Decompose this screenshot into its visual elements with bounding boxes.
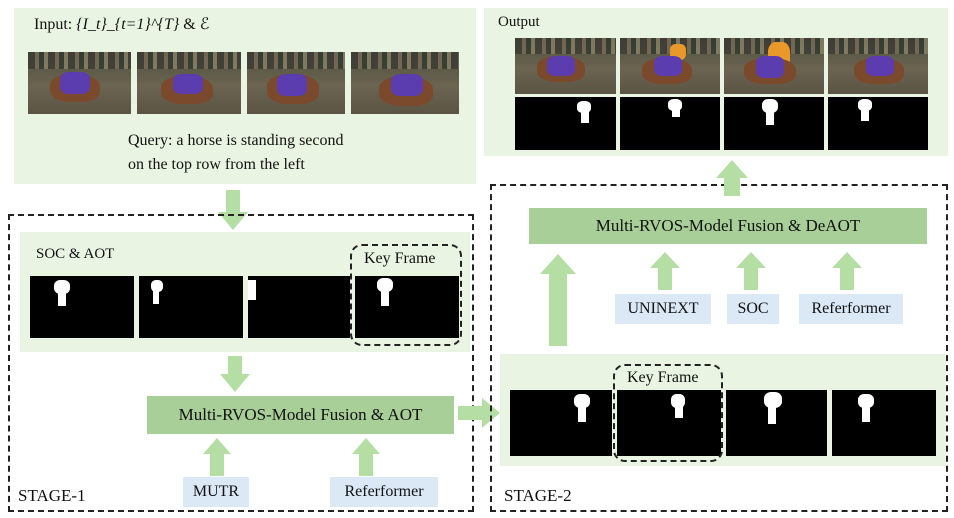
stage1-fusion-box: Multi-RVOS-Model Fusion & AOT xyxy=(147,396,454,434)
stage1-mask-3 xyxy=(248,276,350,338)
up-arrow-soc xyxy=(736,252,766,290)
up-arrow-uninext xyxy=(650,252,680,290)
stage2-model-soc: SOC xyxy=(727,294,779,324)
output-mask-3 xyxy=(724,97,824,150)
stage2-key-frame-label: Key Frame xyxy=(627,369,699,386)
stage1-key-frame-label: Key Frame xyxy=(364,250,436,267)
down-arrow-input xyxy=(218,190,248,230)
stage1-key-frame-box xyxy=(350,244,462,346)
stage1-mask-1 xyxy=(30,276,134,338)
stage1-soc-label: SOC & AOT xyxy=(36,246,115,262)
up-arrow-output xyxy=(716,160,748,196)
output-frame-4 xyxy=(828,38,928,94)
up-arrow-referformer-stage2 xyxy=(832,252,862,290)
stage2-model-referformer: Referformer xyxy=(799,294,903,324)
stage1-model-referformer: Referformer xyxy=(330,477,438,507)
stage2-mask-4 xyxy=(832,390,936,456)
output-frame-2 xyxy=(620,38,720,94)
stage2-fusion-box: Multi-RVOS-Model Fusion & DeAOT xyxy=(529,208,927,244)
down-arrow-stage1 xyxy=(220,356,250,392)
stage1-model-mutr: MUTR xyxy=(183,477,249,507)
stage2-model-uninext: UNINEXT xyxy=(615,294,711,324)
stage2-mask-3 xyxy=(726,390,827,456)
output-frame-3 xyxy=(724,38,824,94)
stage2-name: STAGE-2 xyxy=(504,486,572,505)
input-label-suffix: & ℰ xyxy=(179,16,210,33)
stage1-mask-4 xyxy=(355,276,459,338)
right-arrow-stage1-to-stage2 xyxy=(458,398,500,428)
output-mask-2 xyxy=(620,97,720,150)
stage1-mask-2 xyxy=(139,276,243,338)
up-arrow-referformer-stage1 xyxy=(352,438,380,476)
query-line-2: on the top row from the left xyxy=(128,156,305,173)
output-label: Output xyxy=(498,14,540,30)
output-mask-4 xyxy=(828,97,928,150)
input-frame-4 xyxy=(351,52,459,114)
up-arrow-stage2-big xyxy=(540,254,576,346)
output-frame-1 xyxy=(515,38,616,94)
input-label-prefix: Input: xyxy=(34,16,77,33)
stage2-mask-2 xyxy=(617,390,721,456)
input-frame-1 xyxy=(28,52,131,114)
input-label: Input: {I_t}_{t=1}^{T} & ℰ xyxy=(34,14,209,34)
input-frame-3 xyxy=(247,52,345,114)
stage2-key-frame-box xyxy=(613,364,723,462)
stage2-box xyxy=(490,184,948,512)
stage1-box xyxy=(8,214,474,512)
up-arrow-mutr xyxy=(203,438,231,476)
input-label-math: {I_t}_{t=1}^{T} xyxy=(76,16,180,33)
stage1-name: STAGE-1 xyxy=(18,486,86,505)
query-line-1: Query: a horse is standing second xyxy=(128,132,344,149)
stage2-mask-1 xyxy=(510,390,612,456)
output-mask-1 xyxy=(515,97,616,150)
input-frame-2 xyxy=(137,52,241,114)
